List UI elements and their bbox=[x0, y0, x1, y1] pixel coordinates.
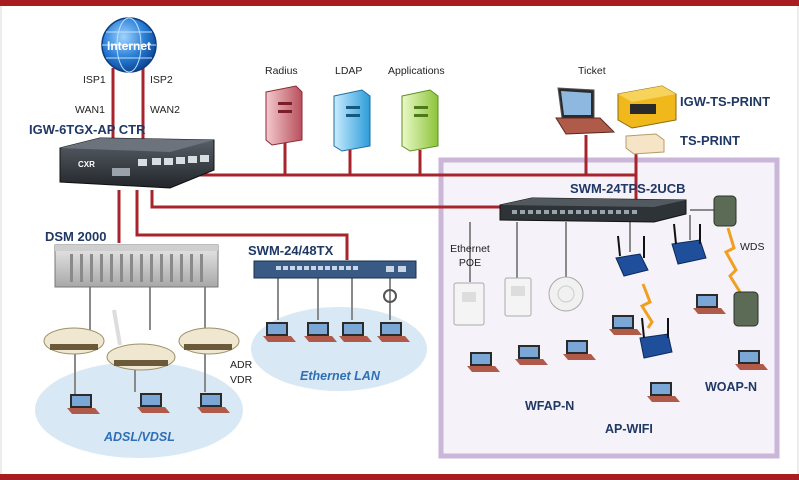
network-links bbox=[111, 68, 638, 260]
applications-label: Applications bbox=[388, 65, 445, 77]
ts-print-box-icon bbox=[617, 85, 677, 129]
adsl-modems bbox=[43, 309, 240, 371]
outdoor-ap-icon bbox=[671, 223, 707, 265]
ethernet-lan-label: Ethernet LAN bbox=[300, 369, 381, 383]
radius-server-icon bbox=[265, 85, 303, 146]
radius-label: Radius bbox=[265, 65, 298, 77]
isp2-label: ISP2 bbox=[150, 74, 173, 86]
laptop-icon bbox=[339, 322, 372, 342]
wall-ap-icon bbox=[453, 282, 485, 326]
applications-server-icon bbox=[401, 89, 439, 152]
laptop-icon bbox=[197, 393, 230, 413]
wall-ap-icon bbox=[504, 277, 532, 317]
secondary-links bbox=[74, 209, 718, 395]
adr-label: ADR bbox=[230, 359, 253, 371]
top-border-bar bbox=[0, 0, 799, 6]
ticket-laptop-icon bbox=[555, 87, 616, 135]
ts-print-label: TS-PRINT bbox=[680, 133, 740, 148]
internet-label: Internet bbox=[107, 39, 151, 53]
poe-label: POE bbox=[459, 257, 481, 269]
bottom-border-bar bbox=[0, 474, 799, 480]
dsm-label: DSM 2000 bbox=[45, 229, 106, 244]
mesh-wireless-icon bbox=[639, 283, 654, 329]
ethernet-label: Ethernet bbox=[450, 243, 490, 255]
ts-print-box-label: IGW-TS-PRINT bbox=[680, 94, 770, 109]
wan1-label: WAN1 bbox=[75, 104, 105, 116]
laptop-icon bbox=[137, 393, 170, 413]
wds-label: WDS bbox=[740, 241, 765, 253]
modem-icon bbox=[178, 327, 240, 355]
lan-switch-icon bbox=[253, 260, 417, 279]
dsm-rack-icon bbox=[54, 244, 219, 288]
isp1-label: ISP1 bbox=[83, 74, 106, 86]
laptop-icon bbox=[67, 394, 100, 414]
ldap-label: LDAP bbox=[335, 65, 362, 77]
wds-wireless-icon bbox=[723, 227, 742, 293]
wan2-label: WAN2 bbox=[150, 104, 180, 116]
ap-wifi-label: AP-WIFI bbox=[605, 422, 653, 436]
gateway-lan-switch-link bbox=[135, 190, 349, 260]
ldap-server-icon bbox=[333, 89, 371, 152]
adsl-vdsl-label: ADSL/VDSL bbox=[103, 430, 175, 444]
internet-globe-icon bbox=[101, 17, 157, 73]
laptop-icon bbox=[304, 322, 337, 342]
adsl-laptops bbox=[67, 393, 230, 414]
outdoor-ap-icon bbox=[639, 317, 673, 359]
wifi-laptops bbox=[467, 294, 768, 402]
gateway-device-icon: CXR bbox=[59, 137, 215, 189]
laptop-icon bbox=[263, 322, 296, 342]
core-switch-label: SWM-24TPS-2UCB bbox=[570, 181, 686, 196]
laptop-icon bbox=[467, 352, 500, 372]
ts-print-icon bbox=[625, 133, 665, 155]
woap-label: WOAP-N bbox=[705, 380, 757, 394]
ticket-label: Ticket bbox=[578, 65, 606, 77]
laptop-icon bbox=[735, 350, 768, 370]
wfap-label: WFAP-N bbox=[525, 399, 574, 413]
laptop-icon bbox=[515, 345, 548, 365]
laptop-icon bbox=[647, 382, 680, 402]
laptop-icon bbox=[377, 322, 410, 342]
laptop-icon bbox=[563, 340, 596, 360]
vdr-label: VDR bbox=[230, 374, 253, 386]
woap-device-icon bbox=[733, 291, 759, 327]
modem-router-icon bbox=[106, 309, 176, 371]
svg-text:CXR: CXR bbox=[78, 160, 95, 169]
modem-icon bbox=[43, 327, 105, 355]
gateway-label: IGW-6TGX-AP CTR bbox=[29, 122, 146, 137]
lan-switch-label: SWM-24/48TX bbox=[248, 243, 334, 258]
lan-laptops bbox=[263, 322, 410, 342]
core-switch-icon bbox=[499, 197, 687, 223]
ceiling-ap-icon bbox=[548, 276, 584, 312]
gateway-core-switch-link bbox=[150, 190, 506, 209]
outdoor-ap-icon bbox=[615, 235, 649, 277]
woap-device-icon bbox=[713, 195, 737, 227]
laptop-icon bbox=[693, 294, 726, 314]
adsl-vdsl-bubble bbox=[35, 362, 243, 458]
laptop-icon bbox=[609, 315, 642, 335]
